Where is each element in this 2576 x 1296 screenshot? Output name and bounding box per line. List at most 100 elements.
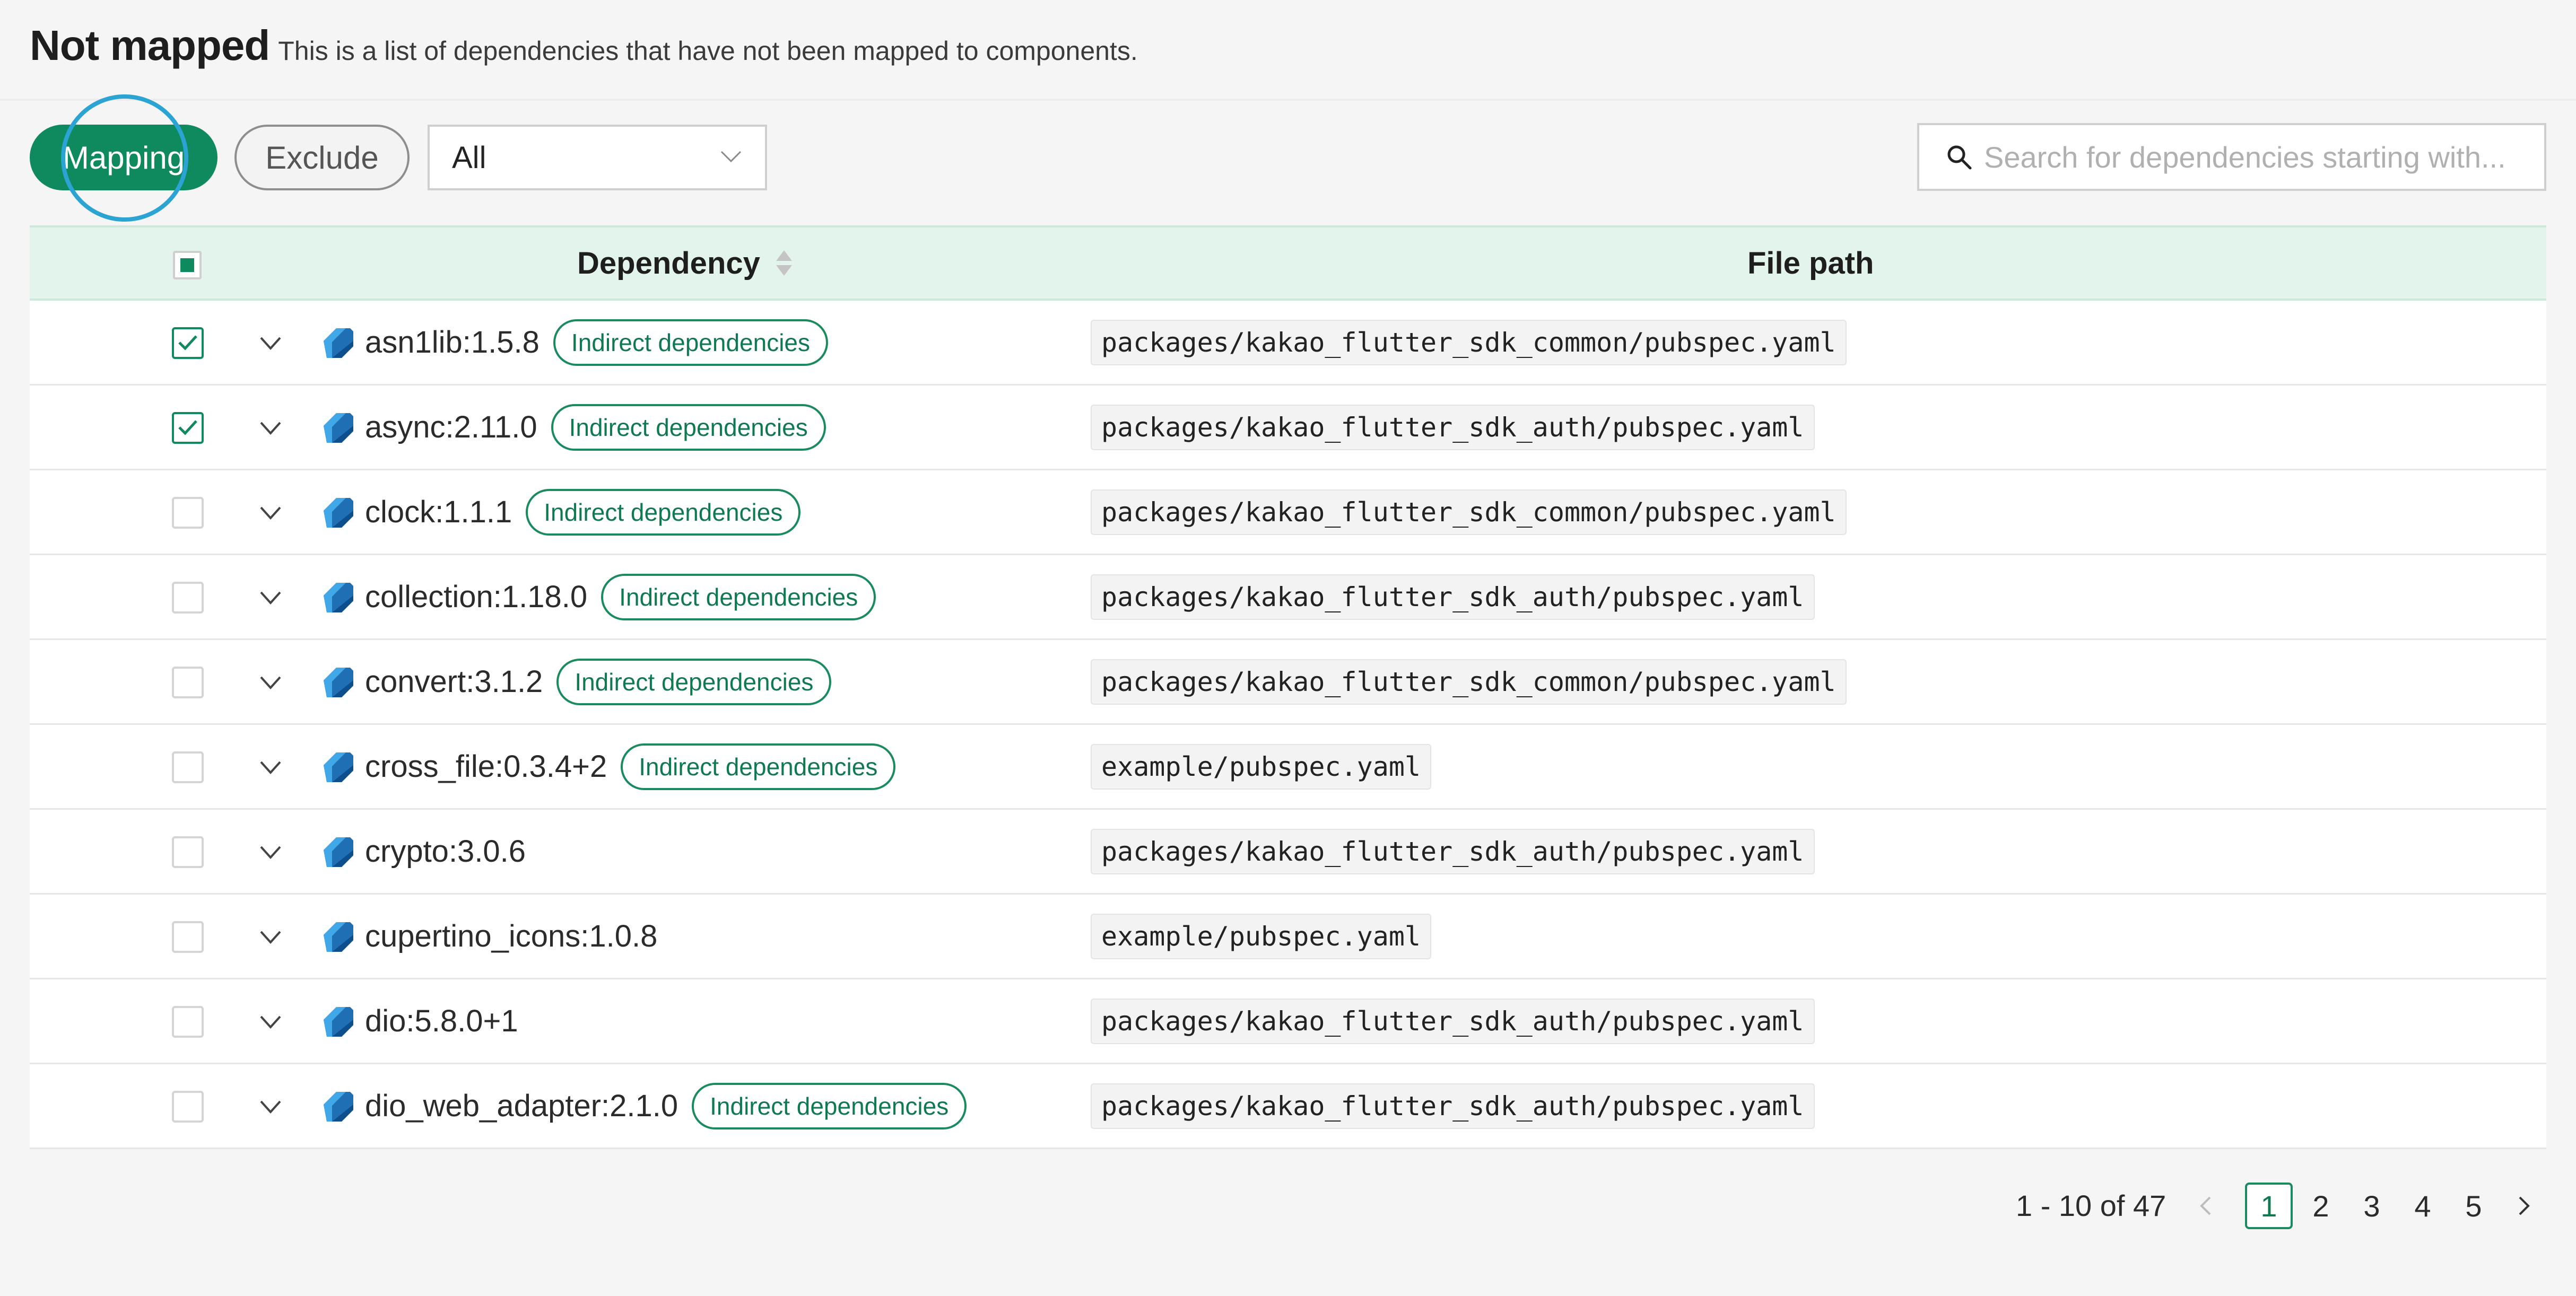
table-row[interactable]: crypto:3.0.6 packages/kakao_flutter_sdk_a… (30, 810, 2546, 895)
indirect-dependency-badge: Indirect dependencies (553, 319, 829, 366)
dependency-cell: asn1lib:1.5.8 Indirect dependencies (365, 301, 829, 384)
row-checkbox[interactable] (172, 921, 204, 953)
dependency-cell: crypto:3.0.6 (365, 810, 526, 893)
dependency-name: crypto:3.0.6 (365, 834, 526, 869)
row-checkbox[interactable] (172, 497, 204, 529)
column-header-dependency-label: Dependency (577, 246, 760, 281)
file-path: packages/kakao_flutter_sdk_auth/pubspec.… (1091, 405, 1815, 450)
row-checkbox[interactable] (172, 412, 204, 444)
exclude-button[interactable]: Exclude (234, 125, 410, 190)
dependency-cell: convert:3.1.2 Indirect dependencies (365, 640, 832, 723)
dependency-name: convert:3.1.2 (365, 664, 543, 699)
page-subtitle: This is a list of dependencies that have… (278, 36, 1138, 66)
page-header: Not mapped This is a list of dependencie… (30, 21, 1138, 80)
dependency-cell: dio:5.8.0+1 (365, 979, 518, 1063)
row-checkbox[interactable] (172, 327, 204, 359)
dependency-name: asn1lib:1.5.8 (365, 325, 539, 360)
page-number[interactable]: 3 (2363, 1189, 2380, 1223)
search-box[interactable] (1917, 123, 2546, 191)
filter-select-value: All (452, 140, 486, 175)
indirect-dependency-badge: Indirect dependencies (556, 658, 832, 705)
chevron-down-icon[interactable] (259, 758, 282, 777)
dependency-name: clock:1.1.1 (365, 495, 512, 529)
row-checkbox[interactable] (172, 751, 204, 783)
chevron-down-icon[interactable] (259, 1097, 282, 1116)
file-path: packages/kakao_flutter_sdk_auth/pubspec.… (1091, 829, 1815, 874)
table-row[interactable]: dio_web_adapter:2.1.0 Indirect dependenci… (30, 1064, 2546, 1149)
chevron-down-icon[interactable] (259, 1012, 282, 1031)
row-checkbox[interactable] (172, 836, 204, 868)
chevron-down-icon[interactable] (259, 334, 282, 353)
row-checkbox[interactable] (172, 1091, 204, 1123)
page-number[interactable]: 4 (2414, 1189, 2431, 1223)
dependency-name: cupertino_icons:1.0.8 (365, 919, 658, 953)
row-checkbox[interactable] (172, 1006, 204, 1038)
dart-icon (324, 498, 353, 528)
chevron-down-icon[interactable] (259, 503, 282, 522)
file-path: packages/kakao_flutter_sdk_common/pubspe… (1091, 659, 1847, 705)
column-header-dependency[interactable]: Dependency (577, 227, 793, 299)
dart-icon (324, 752, 353, 782)
chevron-down-icon[interactable] (259, 588, 282, 607)
dependency-cell: cupertino_icons:1.0.8 (365, 895, 657, 978)
table-row[interactable]: convert:3.1.2 Indirect dependencies packag… (30, 640, 2546, 725)
chevron-down-icon[interactable] (259, 843, 282, 862)
table-row[interactable]: cross_file:0.3.4+2 Indirect dependencies e… (30, 725, 2546, 810)
dart-icon (324, 837, 353, 867)
select-all-checkbox[interactable] (173, 251, 202, 279)
dart-icon (324, 922, 353, 952)
dependency-name: dio_web_adapter:2.1.0 (365, 1089, 678, 1123)
indirect-dependency-badge: Indirect dependencies (551, 404, 826, 451)
table-row[interactable]: asn1lib:1.5.8 Indirect dependencies packag… (30, 301, 2546, 386)
column-header-file-path: File path (1747, 246, 1874, 281)
table-row[interactable]: dio:5.8.0+1 packages/kakao_flutter_sdk_au… (30, 979, 2546, 1064)
dependency-name: collection:1.18.0 (365, 580, 588, 614)
file-path: packages/kakao_flutter_sdk_auth/pubspec.… (1091, 574, 1815, 620)
indirect-dependency-badge: Indirect dependencies (601, 573, 876, 620)
sort-icon (776, 250, 792, 276)
dart-icon (324, 328, 353, 358)
row-checkbox[interactable] (172, 582, 204, 614)
file-path: example/pubspec.yaml (1091, 744, 1432, 790)
page-number[interactable]: 2 (2312, 1189, 2329, 1223)
chevron-right-icon[interactable] (2514, 1195, 2534, 1216)
indirect-dependency-badge: Indirect dependencies (621, 743, 896, 790)
table-row[interactable]: cupertino_icons:1.0.8 example/pubspec.yam… (30, 895, 2546, 979)
page-number[interactable]: 5 (2465, 1189, 2482, 1223)
dart-icon (324, 668, 353, 697)
dependency-cell: collection:1.18.0 Indirect dependencies (365, 555, 876, 638)
indirect-dependency-badge: Indirect dependencies (692, 1082, 967, 1129)
mapping-button[interactable]: Mapping (30, 125, 217, 190)
dart-icon (324, 1092, 353, 1122)
checkmark-icon (178, 335, 197, 351)
chevron-down-icon[interactable] (259, 418, 282, 437)
file-path: packages/kakao_flutter_sdk_auth/pubspec.… (1091, 999, 1815, 1044)
chevron-down-icon[interactable] (259, 673, 282, 692)
table-header: Dependency File path (30, 225, 2546, 301)
dart-icon (324, 413, 353, 443)
file-path: packages/kakao_flutter_sdk_auth/pubspec.… (1091, 1083, 1815, 1129)
file-path: example/pubspec.yaml (1091, 914, 1432, 959)
pagination-range: 1 - 10 of 47 (2016, 1188, 2166, 1222)
chevron-down-icon (720, 151, 742, 163)
chevron-left-icon[interactable] (2196, 1195, 2215, 1216)
filter-select[interactable]: All (428, 125, 767, 190)
row-checkbox[interactable] (172, 667, 204, 698)
dependency-cell: dio_web_adapter:2.1.0 Indirect dependenci… (365, 1064, 967, 1148)
page-number[interactable]: 1 (2245, 1183, 2293, 1229)
table-row[interactable]: collection:1.18.0 Indirect dependencies pa… (30, 555, 2546, 640)
header-divider (0, 99, 2576, 101)
chevron-down-icon[interactable] (259, 927, 282, 947)
file-path: packages/kakao_flutter_sdk_common/pubspe… (1091, 320, 1847, 365)
search-input[interactable] (1984, 139, 2536, 174)
dependency-name: cross_file:0.3.4+2 (365, 749, 607, 784)
checkmark-icon (178, 420, 197, 435)
dart-icon (324, 1007, 353, 1037)
